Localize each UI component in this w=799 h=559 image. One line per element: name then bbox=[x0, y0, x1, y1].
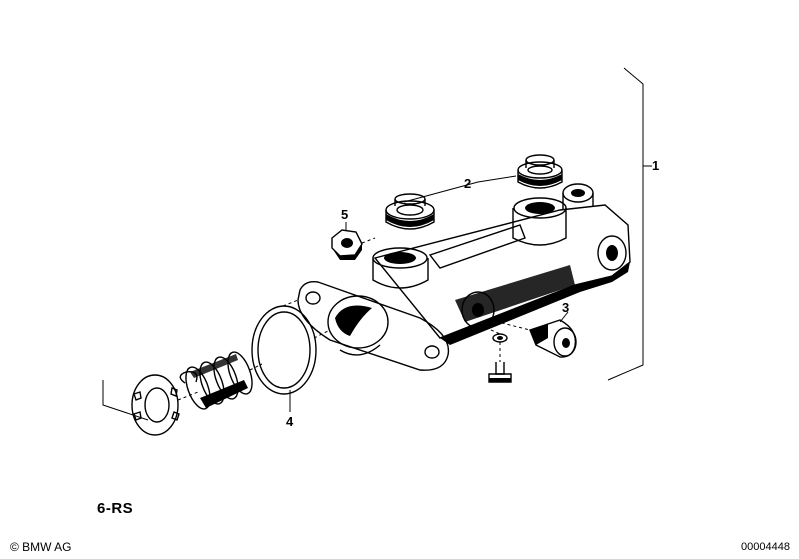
return-spring[interactable] bbox=[179, 349, 257, 412]
callout-4: 4 bbox=[286, 414, 294, 429]
callout-2: 2 bbox=[464, 176, 471, 191]
reservoir-seal-2[interactable] bbox=[517, 154, 563, 189]
document-id: 00004448 bbox=[741, 541, 790, 553]
copyright-label: © BMW AG bbox=[10, 540, 72, 554]
assembly-bracket bbox=[607, 67, 652, 381]
stop-bolt[interactable] bbox=[488, 333, 512, 383]
retaining-plate[interactable] bbox=[131, 374, 180, 436]
o-ring[interactable] bbox=[251, 305, 317, 412]
bleed-screw[interactable] bbox=[529, 311, 577, 358]
callout-5: 5 bbox=[341, 207, 348, 222]
callout-3: 3 bbox=[562, 300, 569, 315]
hex-nut[interactable] bbox=[331, 229, 363, 260]
model-variant-label: 6-RS bbox=[97, 500, 134, 517]
callout-1: 1 bbox=[652, 158, 659, 173]
reservoir-seal-1[interactable] bbox=[385, 193, 435, 230]
